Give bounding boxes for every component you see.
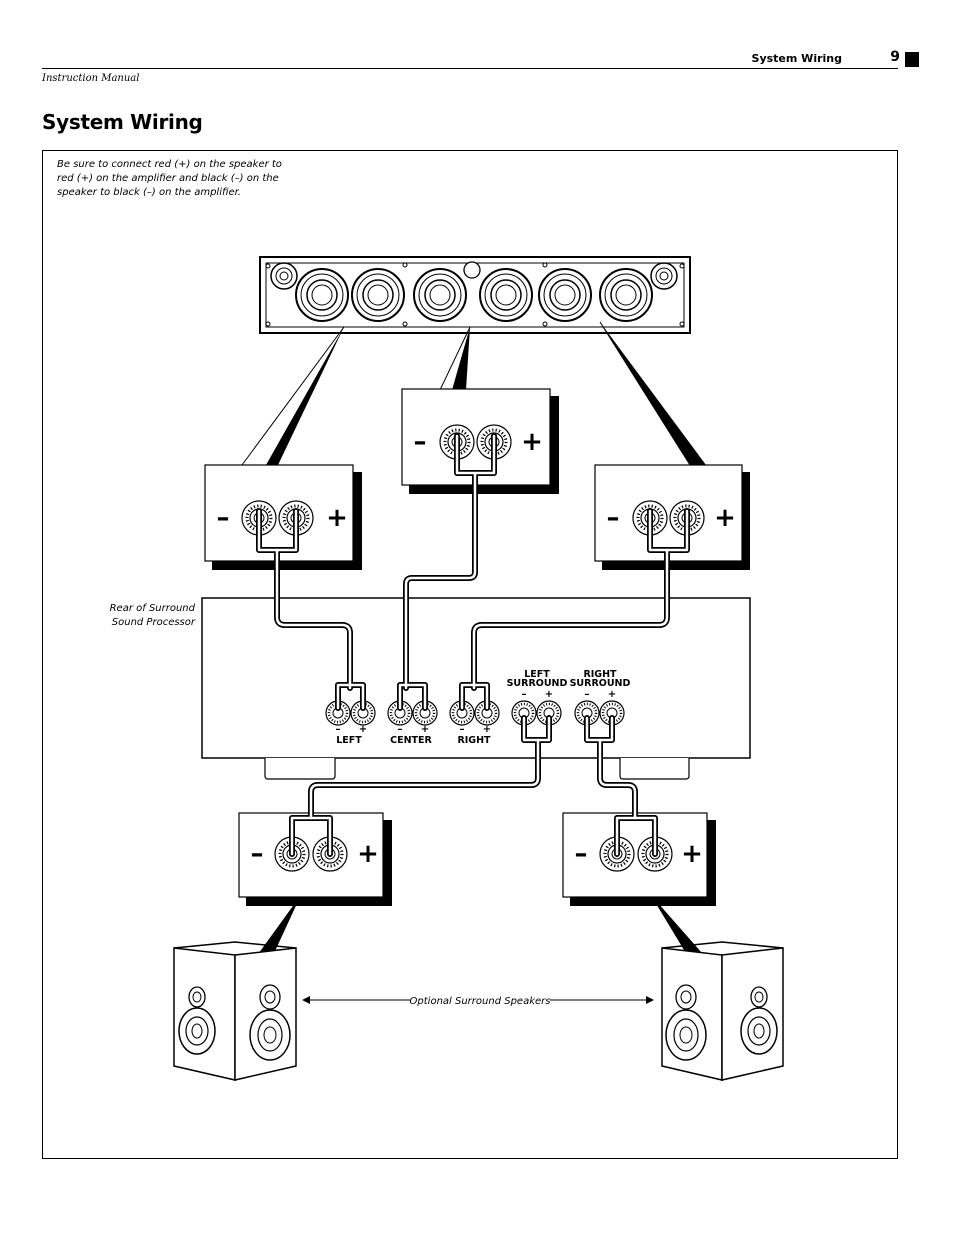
callout-wedges-surround <box>252 896 704 963</box>
svg-text:+: + <box>326 503 348 533</box>
surround-speakers-label: Optional Surround Speakers <box>410 996 551 1007</box>
svg-text:+: + <box>714 503 736 533</box>
svg-text:+: + <box>357 839 379 869</box>
svg-text:+: + <box>545 689 553 700</box>
header-rule <box>42 68 898 69</box>
svg-text:+: + <box>483 724 491 735</box>
svg-text:–: – <box>336 724 341 735</box>
svg-text:–: – <box>251 839 264 869</box>
center-channel-speaker <box>259 256 691 334</box>
processor-label-line2: Sound Processor <box>112 617 196 628</box>
svg-text:–: – <box>575 839 588 869</box>
wiring-note: Be sure to connect red (+) on the speake… <box>57 159 282 198</box>
svg-text:+: + <box>681 839 703 869</box>
surround-speaker-right <box>661 941 784 1081</box>
surround-speaker-left <box>173 941 297 1081</box>
svg-text:–: – <box>522 689 527 700</box>
processor-polarity-marks: – + – + – + – + – + <box>336 689 617 735</box>
svg-text:–: – <box>414 427 427 457</box>
page-number: 9 <box>890 49 900 65</box>
page-title: System Wiring <box>42 110 203 134</box>
manual-label: Instruction Manual <box>42 73 140 84</box>
svg-text:–: – <box>460 724 465 735</box>
output-label-center: CENTER <box>390 735 432 746</box>
header-section-title: System Wiring <box>751 52 842 65</box>
output-label-right: RIGHT <box>457 735 491 746</box>
terminal-panel-surround-right: – + <box>562 812 716 906</box>
svg-text:–: – <box>585 689 590 700</box>
terminal-panel-front-right: – + <box>594 464 750 570</box>
surround-speakers-arrow <box>302 996 654 1004</box>
figure-frame <box>42 150 898 1159</box>
processor-label-line1: Rear of Surround <box>110 603 196 614</box>
svg-text:+: + <box>521 427 543 457</box>
output-label-right-surround-1: RIGHT <box>583 669 617 680</box>
output-label-left: LEFT <box>336 735 362 746</box>
svg-text:+: + <box>359 724 367 735</box>
svg-text:+: + <box>608 689 616 700</box>
output-label-left-surround-2: SURROUND <box>507 678 568 689</box>
terminal-panel-center: – + <box>401 388 559 494</box>
page-tab-marker <box>905 52 919 67</box>
terminal-panel-surround-left: – + <box>238 812 392 906</box>
output-label-right-surround-2: SURROUND <box>570 678 631 689</box>
svg-text:–: – <box>607 503 620 533</box>
terminal-panel-front-left: – + <box>204 464 362 570</box>
svg-text:–: – <box>398 724 403 735</box>
output-label-left-surround-1: LEFT <box>524 669 550 680</box>
svg-text:–: – <box>217 503 230 533</box>
svg-text:+: + <box>421 724 429 735</box>
speaker-wires <box>256 433 690 857</box>
callout-wedges <box>266 322 706 465</box>
